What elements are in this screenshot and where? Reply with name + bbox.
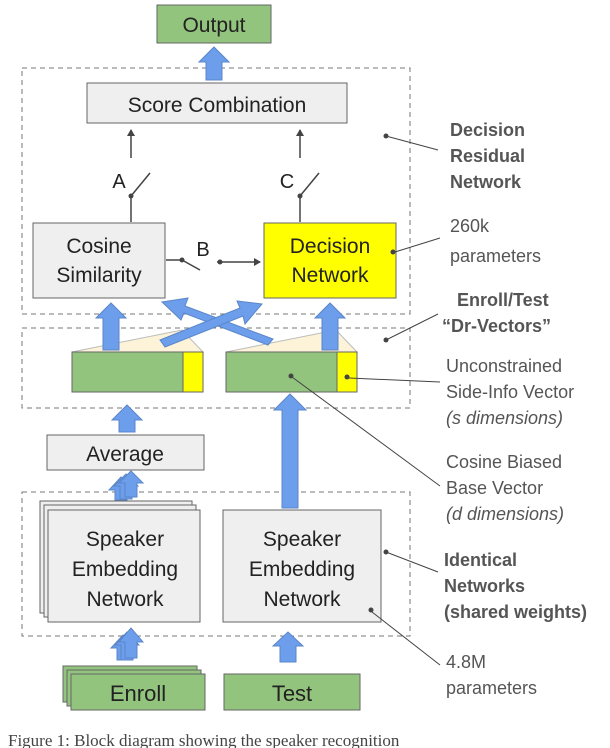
figure-caption: Figure 1: Block diagram showing the spea… [8, 731, 400, 748]
side-info-line1: Unconstrained [446, 356, 562, 376]
annotation-identical-networks: Identical Networks (shared weights) [444, 550, 587, 622]
decision-residual-line1: Decision [450, 120, 525, 140]
speaker-left-line1: Speaker [86, 528, 164, 551]
identical-networks-region [21, 491, 411, 637]
decision-network-box: Decision Network [263, 222, 397, 299]
stacked-arrows-to-speaker-enroll [109, 627, 145, 661]
switch-c: C [280, 129, 320, 222]
arrow-enroll-to-decision-cross [159, 300, 263, 348]
arrow-to-output [197, 46, 231, 81]
switch-b: B [166, 239, 261, 271]
identical-line3: (shared weights) [444, 602, 587, 622]
arrow-test-to-decision [313, 302, 347, 351]
switch-a: A [112, 129, 151, 222]
dr-vectors-line1: Enroll/Test [457, 290, 549, 310]
test-label: Test [272, 681, 312, 706]
dr-vectors-region [21, 327, 411, 409]
identical-line2: Networks [444, 576, 525, 596]
speaker-embedding-test-box: Speaker Embedding Network [222, 509, 382, 623]
speaker-left-line2: Embedding [72, 558, 178, 581]
identical-line1: Identical [444, 550, 517, 570]
base-vector-line3: (d dimensions) [446, 504, 564, 524]
speaker-right-line1: Speaker [263, 528, 341, 551]
switch-c-label: C [280, 171, 294, 193]
decision-residual-line3: Network [450, 172, 522, 192]
score-combination-label: Score Combination [128, 94, 307, 117]
enroll-label: Enroll [110, 681, 166, 706]
speaker-left-line3: Network [86, 588, 164, 611]
leader-dots [383, 133, 389, 555]
stacked-arrows-to-average [107, 470, 145, 501]
output-label: Output [182, 14, 245, 37]
arrow-average-to-vector [110, 404, 144, 433]
base-vector-line2: Base Vector [446, 478, 543, 498]
decision-label-line2: Network [291, 264, 369, 287]
annotation-side-info: Unconstrained Side-Info Vector (s dimens… [446, 356, 574, 428]
decision-label-line1: Decision [290, 235, 371, 258]
annotation-260k-params: 260k parameters [450, 216, 541, 266]
cosine-label-line2: Similarity [56, 264, 142, 287]
arrow-test-input-to-embedding [271, 631, 305, 663]
dr-vectors-line2: “Dr-Vectors” [442, 316, 551, 336]
arrow-enroll-to-cosine [94, 302, 128, 351]
average-label: Average [86, 443, 164, 466]
annotation-48m-params: 4.8M parameters [446, 652, 537, 698]
switch-b-label: B [196, 239, 209, 261]
params-48m-line1: 4.8M [446, 652, 486, 672]
average-box: Average [46, 434, 205, 471]
enroll-input-stack: Enroll [62, 665, 206, 711]
output-box: Output [156, 4, 272, 44]
side-info-line2: Side-Info Vector [446, 382, 574, 402]
annotation-base-vector: Cosine Biased Base Vector (d dimensions) [446, 452, 564, 524]
leader-lines [291, 135, 441, 666]
cosine-label-line1: Cosine [66, 235, 131, 258]
side-info-line3: (s dimensions) [446, 408, 563, 428]
arrow-test-embedding-to-vector [272, 393, 308, 509]
score-combination-box: Score Combination [86, 82, 348, 124]
params-260k-line2: parameters [450, 246, 541, 266]
speaker-right-line3: Network [263, 588, 341, 611]
base-vector-line1: Cosine Biased [446, 452, 562, 472]
test-input-box: Test [223, 673, 361, 711]
annotation-dr-vectors: Enroll/Test “Dr-Vectors” [442, 290, 551, 336]
params-48m-line2: parameters [446, 678, 537, 698]
speaker-embedding-enroll-stack: Speaker Embedding Network [39, 500, 201, 623]
params-260k-line1: 260k [450, 216, 490, 236]
decision-residual-line2: Residual [450, 146, 525, 166]
switch-a-label: A [112, 171, 126, 193]
cosine-similarity-box: Cosine Similarity [32, 222, 166, 299]
speaker-right-line2: Embedding [249, 558, 355, 581]
annotation-decision-residual: Decision Residual Network [450, 120, 525, 192]
